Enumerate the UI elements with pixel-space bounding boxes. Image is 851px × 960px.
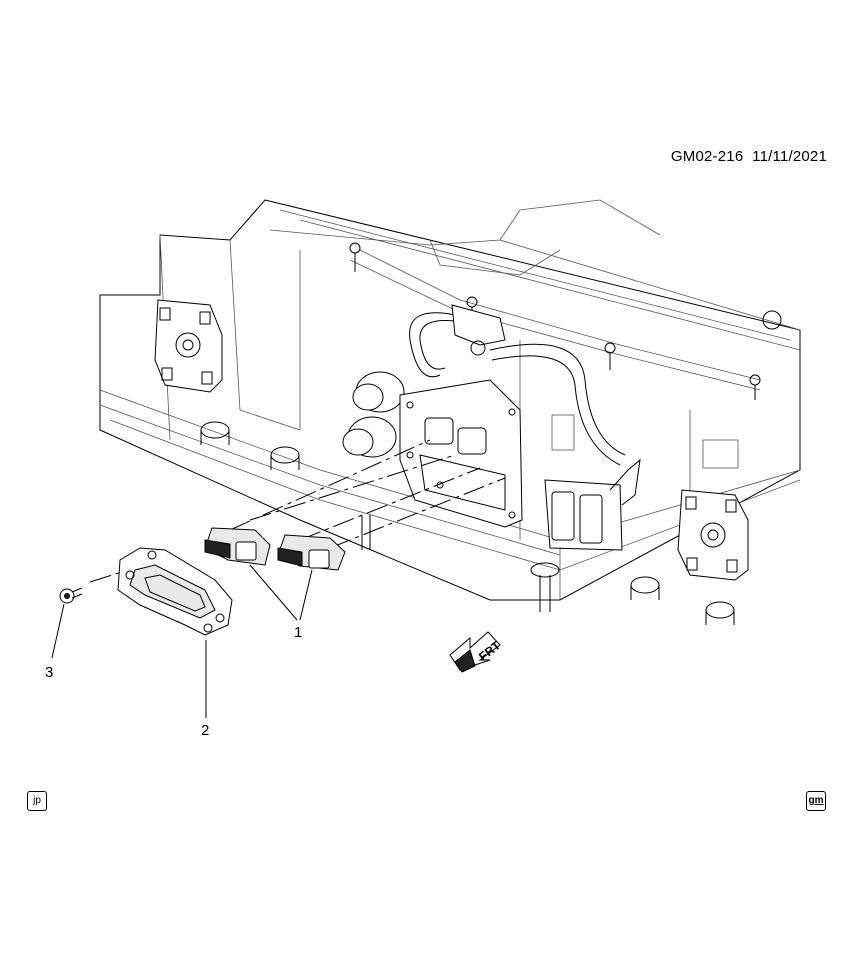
part-1-connectors bbox=[204, 527, 346, 621]
part-2-cover bbox=[117, 547, 233, 718]
diagram-id: GM02-216 bbox=[670, 148, 744, 165]
front-direction-arrow bbox=[449, 631, 501, 673]
callout-3: 3 bbox=[45, 664, 54, 681]
gm-logo-badge: gm bbox=[806, 791, 826, 811]
jp-badge: jp bbox=[27, 791, 47, 811]
callout-1: 1 bbox=[294, 624, 303, 641]
part-3-bolt bbox=[51, 587, 83, 659]
diagram-code: GM02-216 11/11/2021 bbox=[671, 148, 827, 165]
callout-2: 2 bbox=[201, 722, 210, 739]
housing-assembly bbox=[99, 199, 801, 625]
diagram-date: 11/11/2021 bbox=[752, 148, 827, 165]
